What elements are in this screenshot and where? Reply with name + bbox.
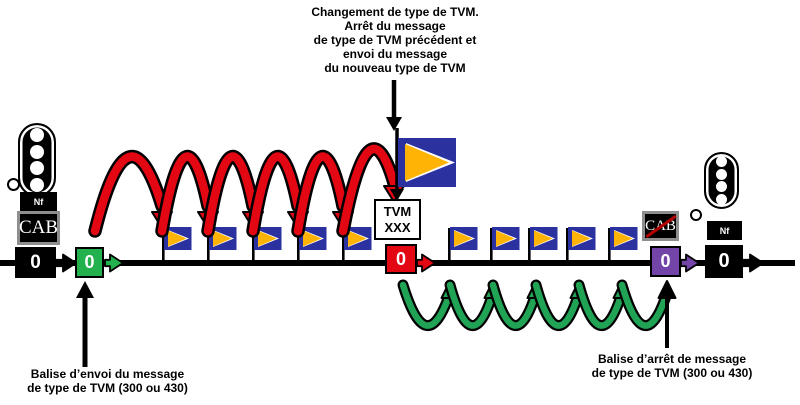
flag-triangle — [572, 230, 591, 247]
signal-lamp — [30, 161, 44, 176]
annotation-balise-envoi: Balise d’envoi du message de type de TVM… — [27, 367, 188, 395]
track-arrow — [55, 253, 77, 273]
green-track-arrow — [104, 253, 124, 273]
signal-right-dot-icon — [690, 209, 702, 221]
flag-pole — [252, 228, 255, 263]
big-flag-pole-arrowhead-icon — [390, 189, 404, 201]
annotation-tvm-change: Changement de type de TVM. Arrêt du mess… — [311, 5, 479, 75]
signal-lamp — [716, 155, 727, 167]
signal-lamp — [716, 181, 727, 193]
flag-pole — [528, 228, 531, 263]
red-transmission-arc — [203, 152, 258, 236]
signal-left-icon — [18, 123, 56, 197]
red-transmission-arc — [248, 152, 303, 236]
green-transmission-arc — [618, 281, 671, 329]
green-transmission-arc — [532, 281, 583, 329]
signal-lamp — [30, 144, 44, 159]
green-transmission-arc — [399, 281, 454, 329]
signal-lamp — [30, 178, 44, 193]
signal-right-icon — [704, 152, 739, 209]
nf-plate-right: Nf — [707, 221, 742, 240]
signal-left-dot-icon — [7, 178, 20, 191]
signal-lamp — [716, 168, 727, 180]
green-transmission-arc — [575, 281, 626, 329]
block-marker-left: 0 — [15, 247, 56, 278]
balise-changement-box: 0 — [385, 244, 417, 274]
cab-plate-left: CAB — [17, 211, 60, 245]
flag-triangle — [258, 230, 277, 247]
balise-envoi-box: 0 — [75, 247, 104, 278]
flag-pole — [448, 228, 451, 263]
balise-arret-box: 0 — [650, 246, 681, 277]
flag-pole — [566, 228, 569, 263]
flag-triangle — [303, 230, 322, 247]
flag-triangle — [213, 230, 232, 247]
red-track-arrow — [416, 253, 436, 273]
red-transmission-arc — [90, 152, 167, 236]
flag-pole — [490, 228, 493, 263]
flag-pole — [608, 228, 611, 263]
cab-plate-right-crossed: CAB — [642, 211, 679, 241]
flag-triangle — [534, 230, 553, 247]
green-transmission-arc — [446, 281, 497, 329]
signal-lamp — [30, 127, 44, 142]
red-transmission-arc — [293, 152, 348, 236]
flag-pole — [297, 228, 300, 263]
flag-pole — [162, 228, 165, 263]
balise-envoi-arrowhead-icon — [76, 281, 94, 298]
nf-plate-left: Nf — [20, 192, 57, 211]
big-flag-triangle — [405, 144, 449, 181]
annotation-balise-arret: Balise d’arrêt de message de type de TVM… — [591, 352, 753, 380]
flag-triangle — [348, 230, 367, 247]
red-transmission-arc — [157, 152, 213, 236]
flag-triangle — [614, 230, 633, 247]
flag-triangle — [454, 230, 473, 247]
purple-track-arrow — [680, 253, 700, 273]
red-transmission-arc — [338, 144, 399, 236]
signal-lamp — [716, 194, 727, 206]
balise-arret-arrowhead-icon — [659, 282, 675, 298]
flag-pole — [342, 228, 345, 263]
flag-triangle — [168, 230, 187, 247]
flag-pole — [207, 228, 210, 263]
tvm-type-box: TVM XXX — [374, 199, 421, 240]
block-marker-right: 0 — [705, 245, 743, 278]
green-transmission-arc — [489, 281, 540, 329]
annotation-down-arrowhead-icon — [386, 117, 402, 131]
track-arrow — [742, 253, 764, 273]
flag-triangle — [496, 230, 515, 247]
